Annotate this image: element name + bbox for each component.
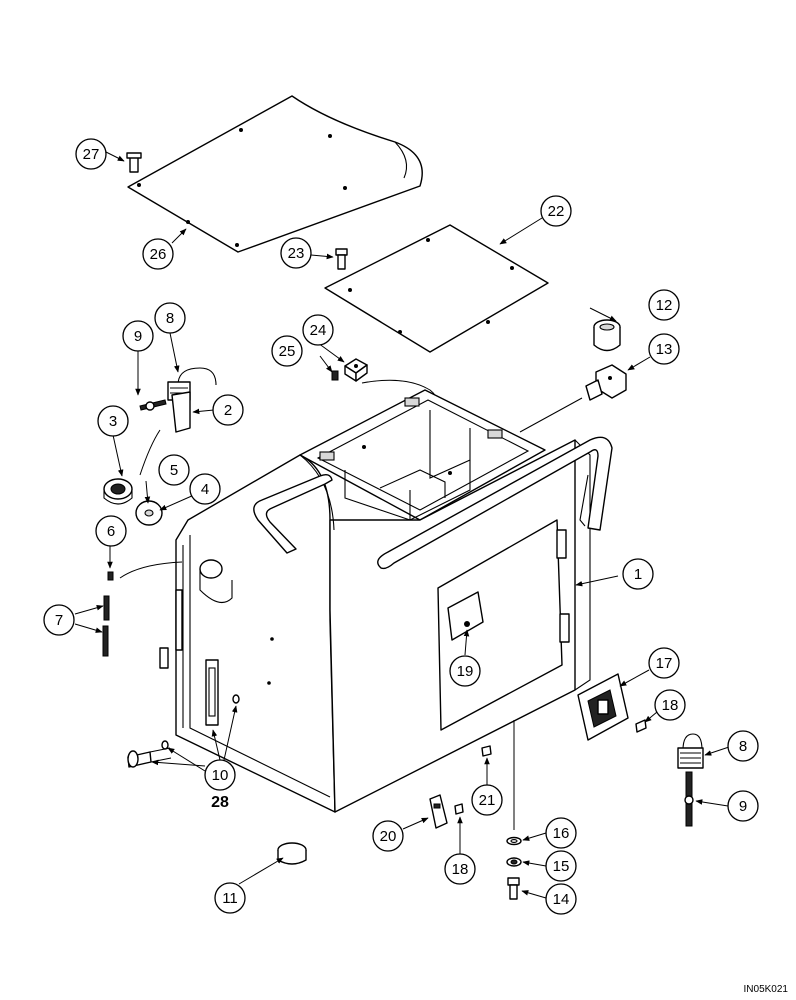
key-upper-part [139,399,167,411]
callout-27: 27 [75,138,107,170]
svg-text:2: 2 [224,402,232,419]
handrail-part [253,436,613,570]
svg-text:4: 4 [201,481,209,498]
callout-18-a: 18 [654,689,686,721]
cap-gasket-part [135,500,163,526]
svg-text:21: 21 [479,792,496,809]
hasp-part [171,391,191,433]
square-nut-part [344,358,368,382]
svg-text:8: 8 [166,310,174,327]
cover-screw-part [126,152,142,173]
callout-20: 20 [372,820,404,852]
drain-plug-part [277,842,307,865]
small-screw-part [331,370,339,381]
callout-24: 24 [302,314,334,346]
callout-17: 17 [648,647,680,679]
svg-text:27: 27 [83,146,100,163]
clip-part [429,794,448,829]
callout-1: 1 [622,558,654,590]
svg-text:20: 20 [380,828,397,845]
plate-bolt-part [335,248,348,270]
callout-10: 10 [204,759,236,791]
elbow-fitting-part [585,364,627,401]
svg-text:19: 19 [457,663,474,680]
svg-text:16: 16 [553,825,570,842]
lock-washer-part [506,857,522,867]
svg-text:23: 23 [288,245,305,262]
svg-text:15: 15 [553,858,570,875]
group-label: 28 [211,794,229,811]
callout-25: 25 [271,335,303,367]
svg-text:11: 11 [222,890,238,907]
callout-21: 21 [471,784,503,816]
callout-9: 9 [122,320,154,352]
svg-text:5: 5 [170,462,178,479]
svg-text:9: 9 [134,328,142,345]
reference-code: IN05K021 [744,984,789,995]
callout-22: 22 [540,195,572,227]
callout-4: 4 [189,473,221,505]
svg-text:13: 13 [656,341,673,358]
svg-text:12: 12 [656,297,673,314]
breather-part [593,319,621,352]
svg-text:18: 18 [452,861,469,878]
callout-16: 16 [545,817,577,849]
key-lower-part [684,771,694,827]
top-cover-part [127,95,423,253]
callout-6: 6 [95,515,127,547]
lock-plate-part [577,673,629,741]
box-frame-part [299,389,546,521]
callout-7: 7 [43,604,75,636]
callout-26: 26 [142,238,174,270]
svg-text:1: 1 [634,566,642,583]
callout-11: 11 [214,882,246,914]
callout-23: 23 [280,237,312,269]
svg-text:17: 17 [656,655,673,672]
callout-13: 13 [648,333,680,365]
callout-5: 5 [158,454,190,486]
plate-screw-part [635,719,647,733]
callout-15: 15 [545,850,577,882]
svg-text:18: 18 [662,697,679,714]
svg-text:25: 25 [279,343,296,360]
padlock-lower-part [677,733,704,769]
callout-14: 14 [545,883,577,915]
svg-text:7: 7 [55,612,63,629]
clip-screw-part [454,803,464,815]
svg-text:3: 3 [109,413,117,430]
stud-part [481,745,492,757]
svg-text:14: 14 [553,891,570,908]
svg-text:6: 6 [107,523,115,540]
main-cabinet-part [159,439,591,813]
svg-text:10: 10 [212,767,229,784]
callout-12: 12 [648,289,680,321]
fuel-cap-part [103,478,133,505]
svg-text:9: 9 [739,798,747,815]
top-plate-part [324,224,549,353]
callout-8-b: 8 [727,730,759,762]
callout-9-b: 9 [727,790,759,822]
callout-3: 3 [97,405,129,437]
svg-text:8: 8 [739,738,747,755]
gauge-bolt-part [127,747,172,768]
callout-8: 8 [154,302,186,334]
callout-19: 19 [449,655,481,687]
svg-text:24: 24 [310,322,327,339]
leader-lines [74,151,730,899]
strainer-part [102,571,114,657]
callout-2: 2 [212,394,244,426]
bolt-part [507,877,520,900]
svg-text:26: 26 [150,246,167,263]
flat-washer-part [506,836,522,846]
svg-text:22: 22 [548,203,565,220]
callout-18-b: 18 [444,853,476,885]
